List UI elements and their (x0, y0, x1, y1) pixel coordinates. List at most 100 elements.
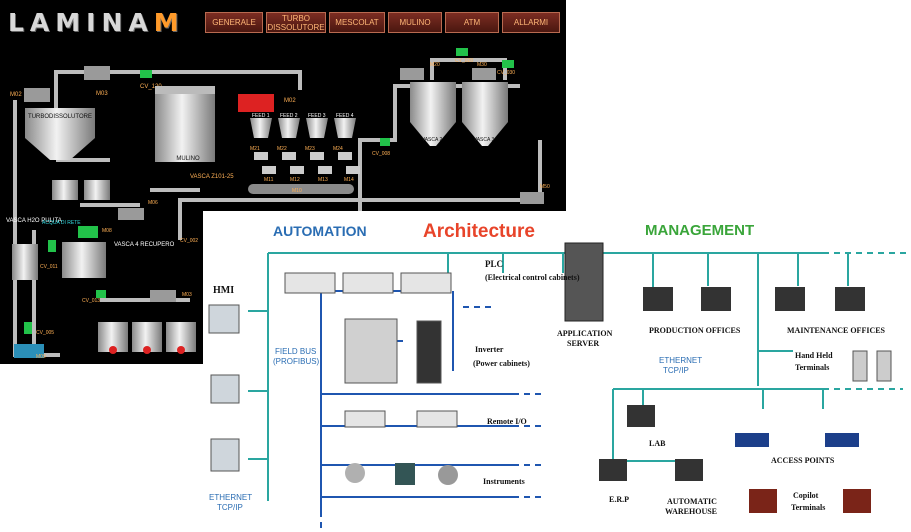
handheld-1 (852, 350, 868, 382)
valve-cv020 (456, 48, 468, 56)
nav-mescolat-button[interactable]: MESCOLAT (329, 12, 385, 33)
inverter-cabinet (416, 320, 442, 384)
architecture-heading: Architecture (423, 221, 535, 242)
svg-text:CV_011: CV_011 (40, 264, 58, 270)
turbodissolutore-tank: TURBODISSOLUTORE (25, 108, 95, 160)
svg-text:M12: M12 (290, 177, 300, 183)
svg-text:M08: M08 (102, 228, 112, 234)
maintenance-pc-1 (775, 287, 805, 311)
automation-heading: AUTOMATION (273, 223, 367, 239)
nav-allarmi-button[interactable]: ALLARMI (502, 12, 560, 33)
architecture-panel: AUTOMATION Architecture MANAGEMENT HMI P… (203, 211, 911, 532)
copilot-label-2: Terminals (791, 503, 826, 512)
hmi-label: HMI (213, 285, 235, 296)
svg-text:M23: M23 (305, 146, 315, 152)
svg-text:CV_020: CV_020 (455, 58, 473, 64)
svg-text:VASCA 3: VASCA 3 (474, 137, 495, 143)
svg-text:CV_002: CV_002 (180, 238, 198, 244)
copilot-terminal-2 (843, 489, 871, 513)
valve-cv011 (48, 240, 56, 252)
access-point-2 (825, 433, 859, 447)
svg-text:M22: M22 (277, 146, 287, 152)
app-server-label-1: APPLICATION (557, 329, 613, 338)
svg-text:M09: M09 (36, 354, 46, 360)
tcpip-left-label: TCP/IP (217, 503, 243, 512)
warehouse-label-1: AUTOMATIC (667, 497, 717, 506)
tcpip-right-label: TCP/IP (663, 366, 689, 375)
svg-text:M11: M11 (264, 177, 274, 183)
motor-m50 (520, 192, 544, 204)
bottom-tanks (98, 322, 196, 354)
nav-atm-button[interactable]: ATM (445, 12, 499, 33)
nav-mulino-button[interactable]: MULINO (388, 12, 442, 33)
hand-held-label-1: Hand Held (795, 351, 833, 360)
svg-text:M20: M20 (430, 62, 440, 68)
lab-label: LAB (649, 439, 666, 448)
electrical-cabinet (344, 318, 398, 384)
hmi-panel-2 (210, 374, 240, 404)
svg-text:CV_013: CV_013 (82, 298, 100, 304)
svg-text:FEED 4: FEED 4 (336, 113, 354, 119)
valve-cv030 (502, 60, 514, 68)
svg-text:M03: M03 (182, 292, 192, 298)
pump-m09 (14, 344, 44, 358)
copilot-terminal-1 (749, 489, 777, 513)
svg-text:ACQUA DI RETE: ACQUA DI RETE (42, 220, 81, 226)
vasca-h2o-tank (12, 244, 38, 280)
svg-text:M24: M24 (333, 146, 343, 152)
erp-pc (599, 459, 627, 481)
valve-cv013 (96, 290, 106, 298)
svg-text:CV_120: CV_120 (140, 84, 162, 90)
plc-racks (284, 272, 452, 294)
svg-text:M30: M30 (477, 62, 487, 68)
instrument-1 (345, 463, 365, 483)
mulino-mill: MULINO VASCA Z101-25 (155, 86, 234, 180)
vasca-4-tank (62, 242, 106, 278)
laminam-logo: LAMINAM (8, 8, 185, 37)
instrument-2 (395, 463, 415, 485)
warehouse-label-2: WAREHOUSE (665, 507, 718, 516)
inverter-label: Inverter (475, 345, 504, 354)
management-heading: MANAGEMENT (645, 222, 755, 239)
copilot-label-1: Copilot (793, 491, 819, 500)
warehouse-pc (675, 459, 703, 481)
process-diagram: TURBODISSOLUTORE M02 M03 CV_120 MULINO V… (6, 48, 550, 360)
svg-text:M21: M21 (250, 146, 260, 152)
app-server-label-2: SERVER (567, 339, 600, 348)
svg-text:VASCA Z101-25: VASCA Z101-25 (190, 174, 234, 180)
svg-text:M50: M50 (540, 184, 550, 190)
nav-turbo-button[interactable]: TURBO DISSOLUTORE (266, 12, 326, 33)
valve-cv008 (380, 138, 390, 146)
plc-label: PLC (485, 259, 503, 269)
ethernet-right-label: ETHERNET (659, 356, 703, 365)
svg-text:VASCA 2: VASCA 2 (422, 137, 443, 143)
svg-text:CV_005: CV_005 (36, 330, 54, 336)
svg-text:CV_030: CV_030 (497, 70, 515, 76)
svg-text:M10: M10 (292, 188, 302, 194)
remote-io-1 (344, 410, 386, 428)
profibus-label: (PROFIBUS) (273, 357, 320, 366)
motor-m03 (84, 66, 110, 80)
application-server (564, 242, 604, 322)
valve-cv120 (140, 70, 152, 78)
ethernet-left-label: ETHERNET (209, 493, 253, 502)
maintenance-offices-label: MAINTENANCE OFFICES (787, 326, 886, 335)
nav-generale-button[interactable]: GENERALE (205, 12, 263, 33)
mixer-1 (52, 180, 78, 200)
lab-pc (627, 405, 655, 427)
production-pc-1 (643, 287, 673, 311)
svg-text:M03: M03 (96, 91, 108, 97)
production-pc-2 (701, 287, 731, 311)
svg-text:M13: M13 (318, 177, 328, 183)
hand-held-label-2: Terminals (795, 363, 830, 372)
erp-label: E.R.P (609, 495, 629, 504)
svg-text:M14: M14 (344, 177, 354, 183)
svg-text:CV_008: CV_008 (372, 151, 390, 157)
access-point-1 (735, 433, 769, 447)
svg-text:FEED 1: FEED 1 (252, 113, 270, 119)
hmi-panel-1 (208, 304, 240, 334)
maintenance-pc-2 (835, 287, 865, 311)
motor-m03b (150, 290, 176, 302)
svg-text:M02: M02 (284, 98, 296, 104)
mixer-2 (84, 180, 110, 200)
